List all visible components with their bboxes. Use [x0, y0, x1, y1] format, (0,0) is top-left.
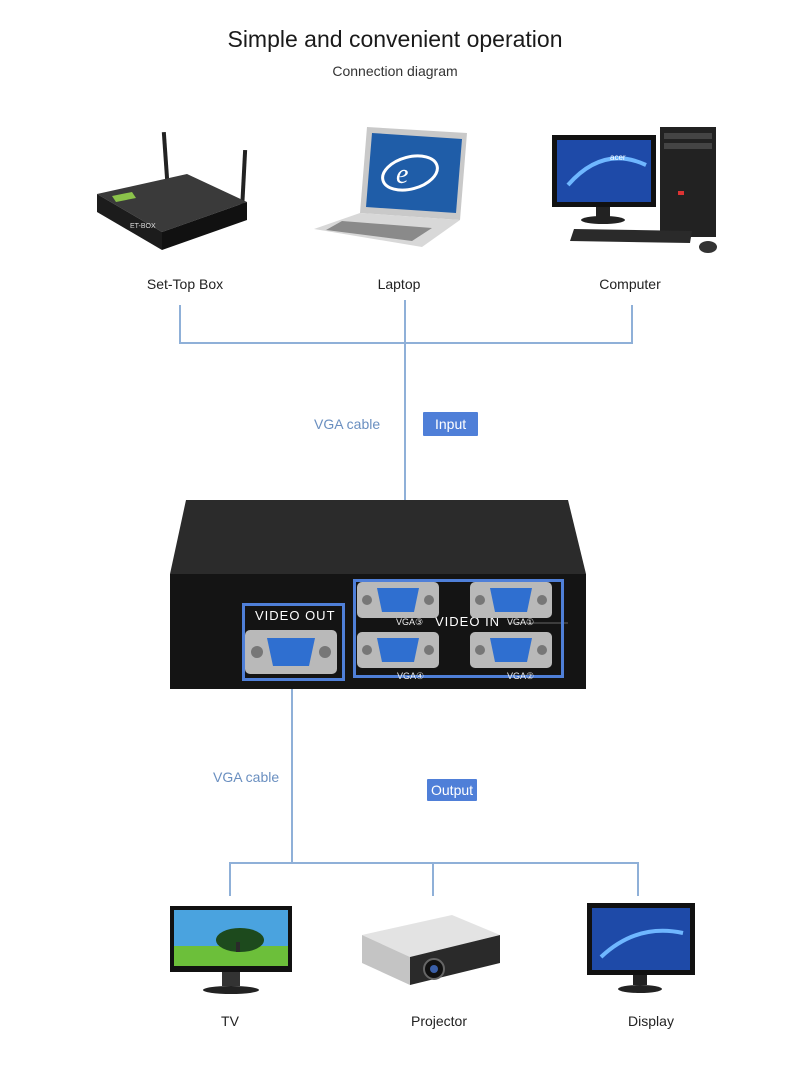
tv-icon — [170, 906, 292, 994]
port-label-vga2: VGA② — [507, 671, 535, 681]
desktop-computer-icon: acer — [552, 127, 717, 253]
vga-in-port-1 — [470, 582, 552, 618]
display-monitor-icon — [587, 903, 695, 993]
svg-text:e: e — [396, 159, 408, 190]
vga-in-port-3 — [357, 582, 439, 618]
vga-out-port — [245, 630, 337, 674]
output-cable-label: VGA cable — [213, 769, 280, 785]
input-label-computer: Computer — [599, 276, 661, 292]
port-label-vga3: VGA③ — [396, 617, 424, 627]
laptop-icon: e — [314, 127, 467, 247]
page-subtitle: Connection diagram — [332, 63, 458, 79]
svg-text:ET-BOX: ET-BOX — [130, 223, 156, 230]
output-label-display: Display — [628, 1013, 674, 1029]
vga-in-port-4 — [357, 632, 439, 668]
page-title: Simple and convenient operation — [227, 26, 563, 52]
input-label-laptop: Laptop — [377, 276, 421, 292]
svg-text:acer: acer — [610, 153, 626, 162]
input-label-set-top-box: Set-Top Box — [146, 276, 224, 292]
video-in-highlight — [353, 579, 564, 678]
set-top-box-icon: ET-BOX — [97, 132, 248, 250]
vga-in-port-2 — [470, 632, 552, 668]
input-tag: Input — [423, 412, 479, 436]
output-tag: Output — [427, 779, 478, 801]
video-out-highlight — [242, 603, 345, 681]
video-out-label: VIDEO OUT — [252, 608, 339, 623]
projector-icon — [362, 915, 500, 985]
output-label-tv: TV — [221, 1013, 239, 1029]
port-label-vga1: VGA① — [507, 617, 535, 627]
port-label-vga4: VGA④ — [397, 671, 425, 681]
input-cable-label: VGA cable — [314, 416, 381, 432]
output-label-projector: Projector — [410, 1013, 468, 1029]
